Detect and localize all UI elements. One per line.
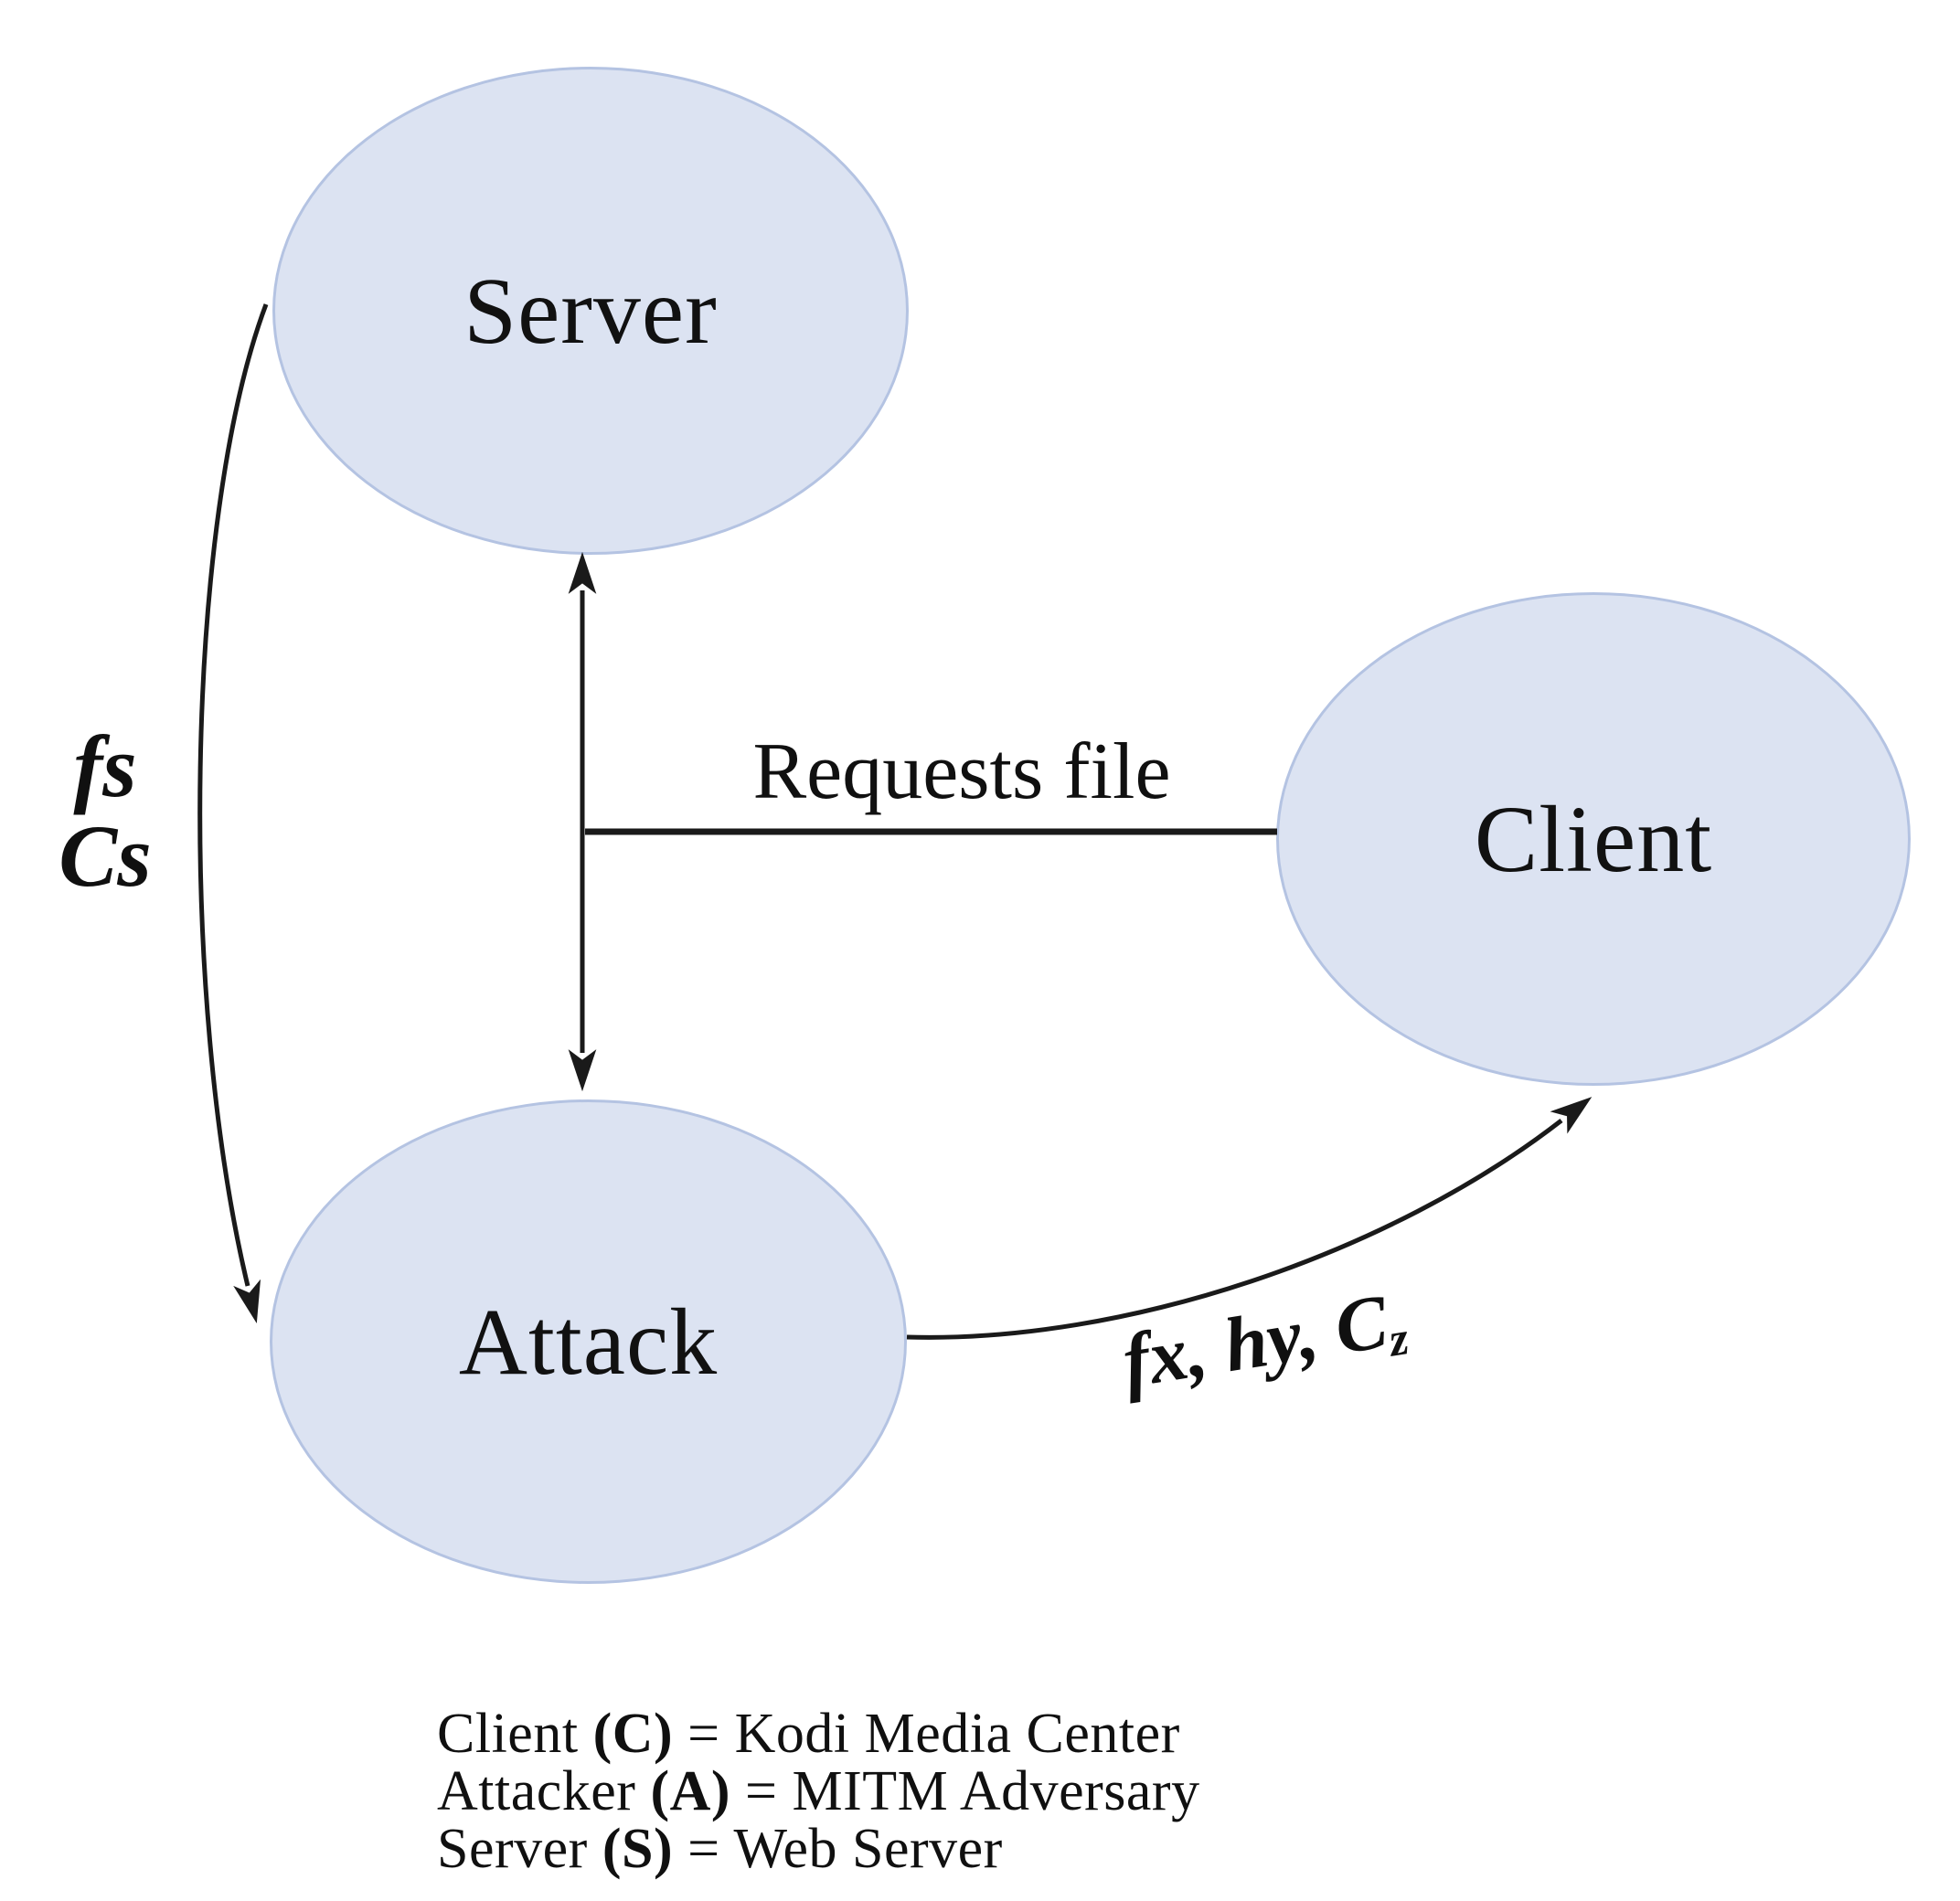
legend-line-client: Client (C) = Kodi Media Center <box>437 1705 1200 1763</box>
legend-attacker-key: (A) <box>650 1760 731 1822</box>
legend-client-key: (C) <box>592 1703 674 1765</box>
legend-line-server: Server (S) = Web Server <box>437 1821 1200 1878</box>
legend-client-value: = Kodi Media Center <box>687 1703 1180 1765</box>
node-attack-label: Attack <box>458 1289 719 1395</box>
node-server-label: Server <box>463 258 718 364</box>
edge-label-cs: Cs <box>59 807 152 905</box>
edge-attack-to-client-curve-arrow <box>906 1097 1592 1340</box>
edge-server-to-attack-curve-arrow <box>197 303 269 1324</box>
node-client-label: Client <box>1474 786 1713 892</box>
legend-attacker-value: = MITM Adversary <box>745 1760 1200 1822</box>
legend-server-key: (S) <box>602 1818 674 1880</box>
edge-label-requests-file: Requests file <box>752 727 1171 816</box>
edge-label-fs-cs: fs Cs <box>27 722 183 901</box>
legend: Client (C) = Kodi Media Center Attacker … <box>437 1705 1200 1878</box>
legend-client-name: Client <box>437 1703 579 1765</box>
node-client: Client <box>1276 592 1911 1086</box>
node-server: Server <box>272 67 909 555</box>
legend-attacker-name: Attacker <box>437 1760 636 1822</box>
legend-server-value: = Web Server <box>687 1818 1003 1880</box>
legend-line-attacker: Attacker (A) = MITM Adversary <box>437 1763 1200 1821</box>
legend-server-name: Server <box>437 1818 588 1880</box>
edge-label-fs: fs <box>73 717 137 815</box>
node-attack: Attack <box>270 1099 907 1584</box>
